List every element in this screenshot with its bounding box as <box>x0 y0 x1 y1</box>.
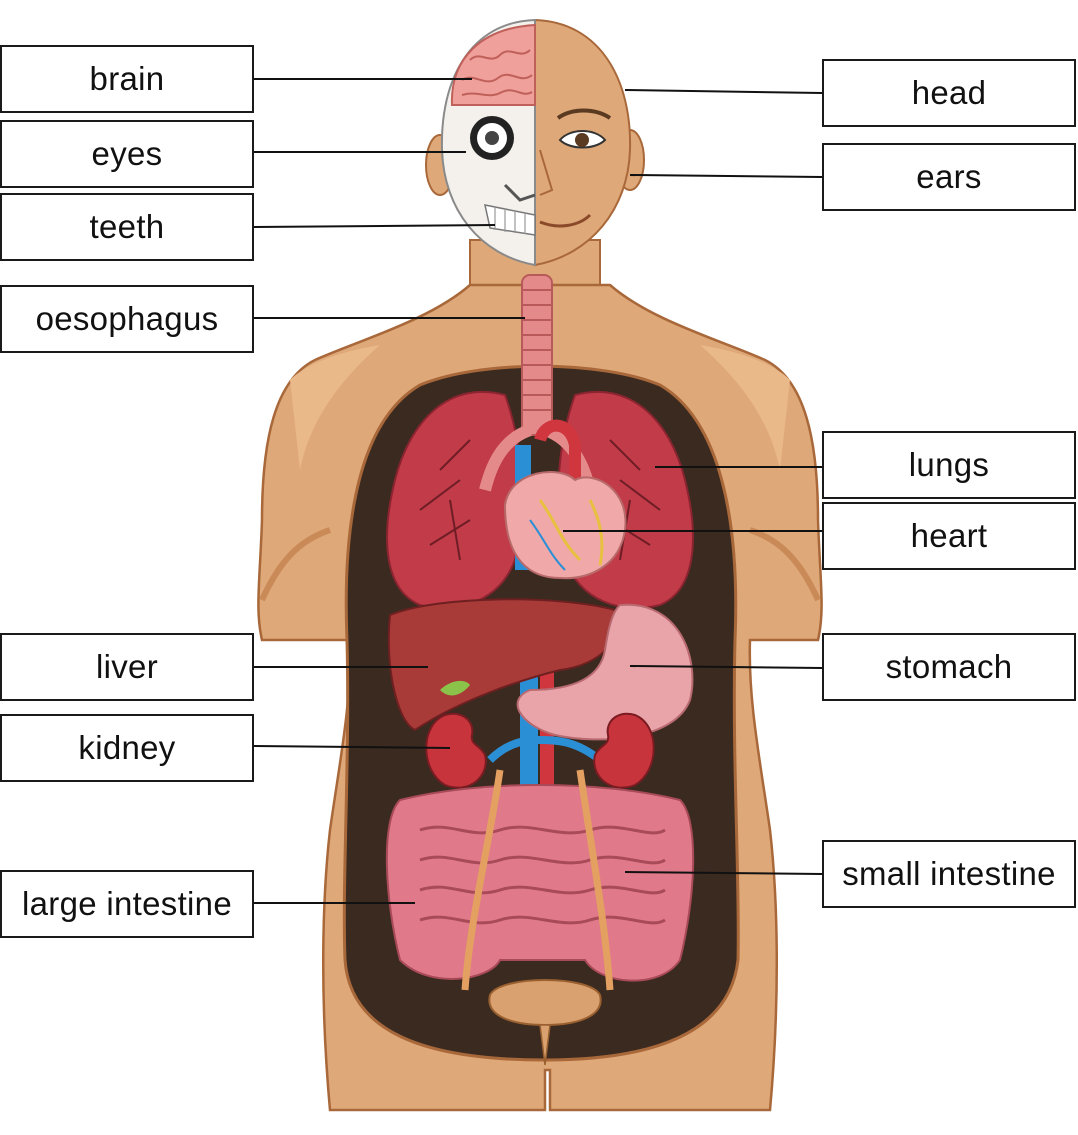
leader-line-head <box>624 89 823 94</box>
head-illustration <box>425 18 645 267</box>
leader-line-teeth <box>253 224 496 228</box>
leader-line-ears <box>629 174 823 178</box>
label-head: head <box>822 59 1076 127</box>
label-ears: ears <box>822 143 1076 211</box>
label-eyes: eyes <box>0 120 254 188</box>
liver-illustration <box>387 598 619 732</box>
kidneys-illustration <box>425 712 655 789</box>
bladder-illustration <box>488 979 602 1027</box>
intestines-illustration <box>385 769 695 991</box>
label-small-intestine: small intestine <box>822 840 1076 908</box>
label-liver: liver <box>0 633 254 701</box>
leader-lines <box>253 78 823 904</box>
label-brain: brain <box>0 45 254 113</box>
label-heart: heart <box>822 502 1076 570</box>
label-large-intestine: large intestine <box>0 870 254 938</box>
leader-line-small-intestine <box>624 871 823 875</box>
leader-line-kidney <box>253 745 451 749</box>
label-oesophagus: oesophagus <box>0 285 254 353</box>
label-stomach: stomach <box>822 633 1076 701</box>
label-teeth: teeth <box>0 193 254 261</box>
leader-line-stomach <box>629 665 823 669</box>
label-lungs: lungs <box>822 431 1076 499</box>
label-kidney: kidney <box>0 714 254 782</box>
stomach-illustration <box>516 603 694 741</box>
heart-illustration <box>503 471 627 580</box>
